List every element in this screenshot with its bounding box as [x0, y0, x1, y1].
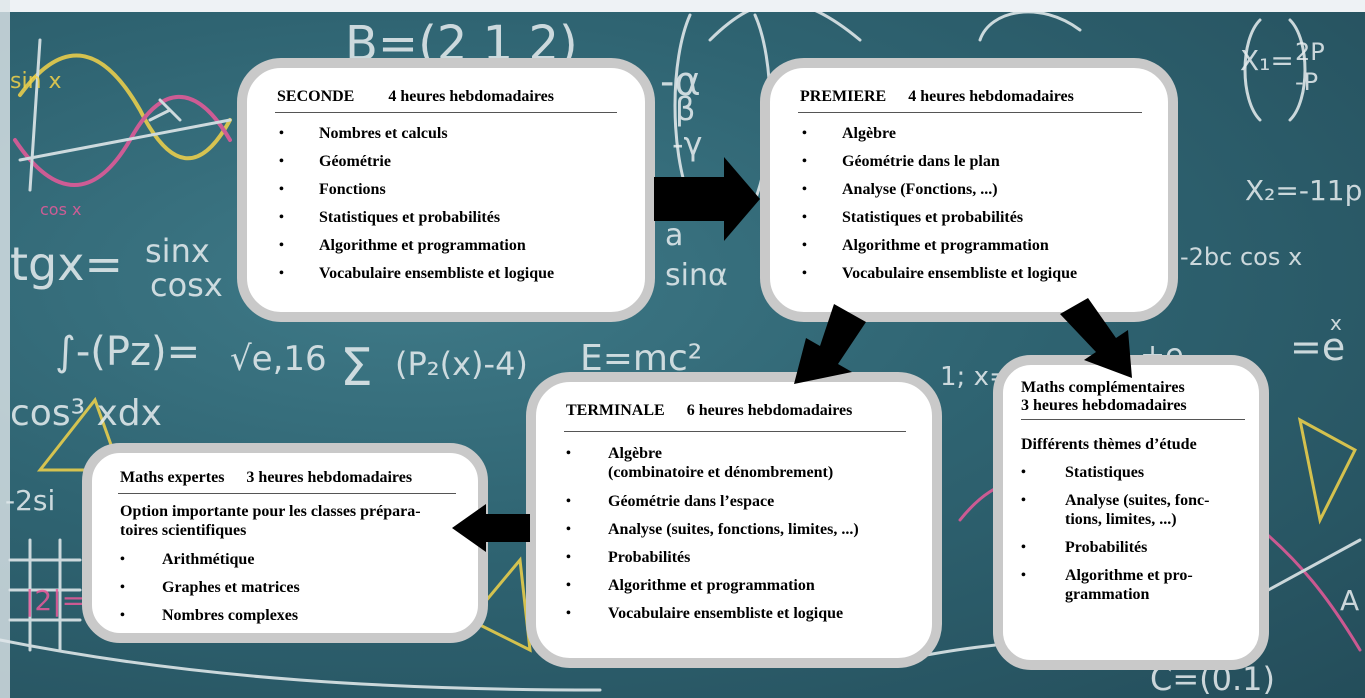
svg-text:-α: -α [660, 59, 701, 105]
list-item: •Probabilités [1021, 539, 1148, 556]
list-item: •Graphes et matrices [120, 579, 300, 596]
seconde-hours: 4 heures hebdomadaires [388, 88, 555, 105]
terminale-header: TERMINALE 6 heures hebdomadaires [566, 402, 852, 420]
arrow-terminale-to-expertes [452, 504, 530, 552]
svg-text:(P₂(x)-4): (P₂(x)-4) [395, 345, 528, 383]
expertes-topic-list: •Arithmétique •Graphes et matrices •Nomb… [120, 550, 470, 634]
complementaires-divider [1021, 419, 1245, 420]
premiere-header: PREMIERE 4 heures hebdomadaires [800, 88, 1074, 106]
seconde-header: SECONDE 4 heures hebdomadaires [277, 88, 554, 106]
complementaires-card: Maths complémentaires 3 heures hebdomada… [993, 355, 1269, 670]
list-item: •Géométrie dans l’espace [566, 493, 775, 510]
premiere-level: PREMIERE [800, 88, 887, 105]
list-item: •Algèbre [802, 125, 896, 142]
svg-text:x: x [1330, 311, 1342, 335]
svg-text:∫-(Pz)=: ∫-(Pz)= [55, 329, 200, 375]
arrow-seconde-to-premiere [654, 157, 760, 241]
svg-text:-2si: -2si [5, 484, 55, 517]
list-item: •Algèbre (combinatoire et dénombrement) [566, 445, 834, 481]
svg-text:=e: =e [1290, 325, 1345, 369]
board-frame-top [0, 0, 1365, 12]
arrow-premiere-to-complementaires [1060, 298, 1132, 378]
list-item: •Probabilités [566, 549, 691, 566]
complementaires-header: Maths complémentaires 3 heures hebdomada… [1021, 379, 1261, 415]
list-item: •Algorithme et programmation [279, 237, 526, 254]
terminale-card: TERMINALE 6 heures hebdomadaires •Algèbre… [526, 372, 942, 668]
list-item: •Analyse (suites, fonctions, limites, ..… [566, 521, 859, 538]
seconde-card: SECONDE 4 heures hebdomadaires •Nombres e… [237, 58, 655, 322]
list-item: •Arithmétique [120, 551, 255, 568]
terminale-hours: 6 heures hebdomadaires [686, 402, 853, 419]
list-item: •Algorithme et programmation [566, 577, 815, 594]
terminale-divider [564, 431, 906, 432]
list-item: •Fonctions [279, 181, 386, 198]
svg-text:-P: -P [1295, 68, 1318, 96]
seconde-divider [275, 112, 617, 113]
complementaires-intro: Différents thèmes d’étude [1021, 436, 1197, 453]
list-item: •Statistiques et probabilités [802, 209, 1024, 226]
svg-text:X₁=: X₁= [1240, 44, 1294, 77]
svg-text:cosx: cosx [150, 266, 223, 304]
list-item: •Analyse (suites, fonc- tions, limites, … [1021, 492, 1210, 528]
list-item: •Vocabulaire ensembliste et logique [802, 265, 1078, 282]
list-item: •Statistiques et probabilités [279, 209, 501, 226]
svg-text:-2bc cos x: -2bc cos x [1180, 243, 1302, 271]
list-item: •Nombres complexes [120, 607, 299, 624]
complementaires-hours: 3 heures hebdomadaires [1021, 397, 1187, 414]
premiere-topic-list: •Algèbre •Géométrie dans le plan •Analys… [802, 124, 1162, 292]
terminale-topic-list: •Algèbre (combinatoire et dénombrement) … [566, 444, 926, 632]
premiere-divider [798, 112, 1142, 113]
complementaires-topic-list: •Statistiques •Analyse (suites, fonc- ti… [1021, 463, 1261, 613]
svg-text:√e,16: √e,16 [230, 339, 327, 379]
list-item: •Vocabulaire ensembliste et logique [566, 605, 844, 622]
svg-text:sinα: sinα [665, 258, 728, 293]
list-item: •Algorithme et pro- grammation [1021, 567, 1193, 603]
premiere-hours: 4 heures hebdomadaires [908, 88, 1074, 105]
svg-text:X₂=-11p: X₂=-11p [1245, 174, 1362, 207]
list-item: •Statistiques [1021, 464, 1145, 481]
expertes-level: Maths expertes [120, 469, 225, 486]
list-item: •Vocabulaire ensembliste et logique [279, 265, 555, 282]
svg-text:tgx=: tgx= [10, 237, 123, 291]
svg-text:β: β [675, 90, 695, 128]
terminale-level: TERMINALE [566, 402, 665, 419]
expertes-card: Maths expertes 3 heures hebdomadaires Opt… [82, 443, 488, 643]
list-item: •Géométrie [279, 153, 391, 170]
svg-text:sin x: sin x [10, 69, 62, 94]
complementaires-level: Maths complémentaires [1021, 379, 1185, 396]
svg-text:2P: 2P [1295, 38, 1325, 66]
expertes-header: Maths expertes 3 heures hebdomadaires [120, 469, 412, 487]
premiere-card: PREMIERE 4 heures hebdomadaires •Algèbre … [760, 58, 1178, 322]
svg-text:a: a [665, 218, 683, 253]
seconde-level: SECONDE [277, 88, 355, 105]
expertes-divider [118, 493, 456, 494]
board-frame-left [0, 0, 10, 698]
svg-text:sinx: sinx [145, 232, 210, 270]
seconde-topic-list: •Nombres et calculs •Géométrie •Fonction… [279, 124, 629, 292]
svg-text:A: A [1340, 584, 1359, 617]
svg-text:cos³ xdx: cos³ xdx [10, 393, 162, 434]
list-item: •Nombres et calculs [279, 125, 448, 142]
expertes-intro: Option importante pour les classes prépa… [120, 503, 421, 539]
svg-text:-γ: -γ [672, 125, 702, 163]
list-item: •Algorithme et programmation [802, 237, 1049, 254]
svg-text:cos x: cos x [40, 200, 81, 219]
arrow-premiere-to-terminale [794, 304, 866, 384]
list-item: •Géométrie dans le plan [802, 153, 1000, 170]
expertes-hours: 3 heures hebdomadaires [246, 469, 413, 486]
svg-text:|2|=: |2|= [25, 584, 85, 617]
svg-text:Σ: Σ [340, 338, 373, 398]
list-item: •Analyse (Fonctions, ...) [802, 181, 998, 198]
